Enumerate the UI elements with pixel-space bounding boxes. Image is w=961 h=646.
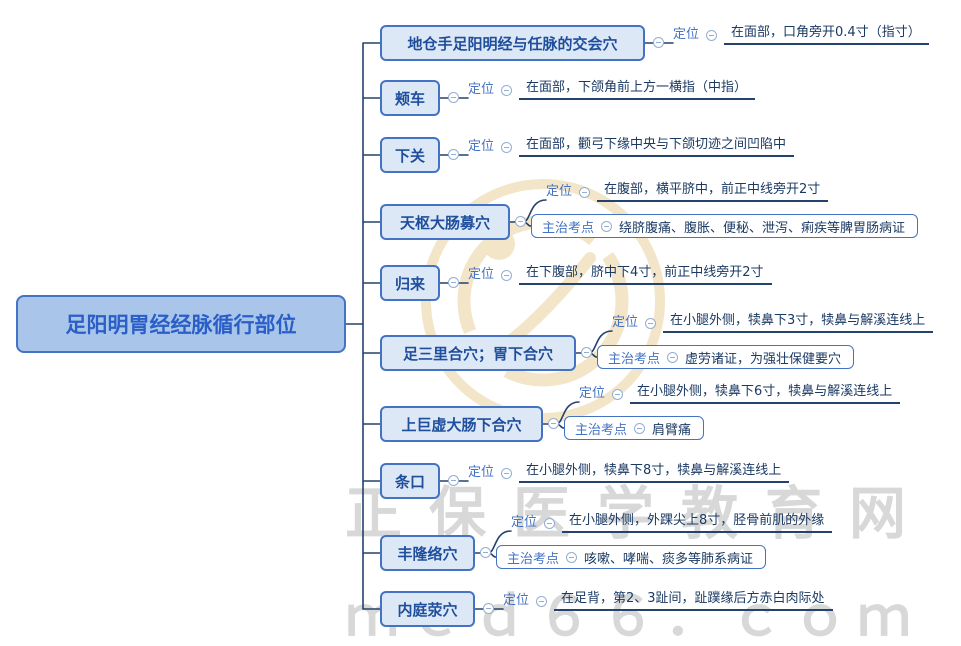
detail-row-dingwei: 定位 在足背，第2、3趾间，趾蹼缘后方赤白肉际处 bbox=[503, 589, 833, 611]
topic-label: 丰隆络穴 bbox=[397, 544, 458, 563]
emblem-outer-ring bbox=[421, 179, 665, 423]
topic-label: 足三里合穴；胃下合穴 bbox=[402, 344, 553, 363]
collapse-toggle-icon[interactable] bbox=[501, 85, 513, 96]
collapse-toggle-icon[interactable] bbox=[667, 351, 679, 363]
topic-node-tianshu[interactable]: 天枢大肠募穴 bbox=[380, 204, 510, 240]
topic-label: 颊车 bbox=[394, 89, 425, 108]
detail-text: 咳嗽、哮喘、痰多等肺系病证 bbox=[584, 551, 754, 567]
collapse-toggle-icon[interactable] bbox=[544, 518, 556, 529]
detail-row-dingwei: 定位 在面部，颧弓下缘中央与下颌切迹之间凹陷中 bbox=[468, 133, 795, 157]
detail-text: 肩臂痛 bbox=[652, 422, 692, 438]
detail-row-dingwei: 定位 在面部，口角旁开0.4寸（指寸） bbox=[673, 23, 929, 45]
detail-text[interactable]: 在面部，下颌角前上方一横指（中指） bbox=[519, 76, 756, 100]
topic-label: 上巨虚大肠下合穴 bbox=[401, 415, 522, 434]
detail-key[interactable]: 定位 bbox=[468, 139, 495, 154]
detail-key[interactable]: 定位 bbox=[546, 184, 573, 199]
collapse-toggle-icon[interactable] bbox=[706, 30, 718, 41]
collapse-toggle-icon[interactable] bbox=[653, 37, 664, 48]
collapse-toggle-icon[interactable] bbox=[548, 418, 559, 429]
detail-row-zhuzhi[interactable]: 主治考点 咳嗽、哮喘、痰多等肺系病证 bbox=[496, 545, 767, 569]
detail-text[interactable]: 在小腿外侧，外踝尖上8寸，胫骨前肌的外缘 bbox=[562, 509, 833, 533]
topic-node-fenglong[interactable]: 丰隆络穴 bbox=[380, 535, 475, 571]
collapse-toggle-icon[interactable] bbox=[483, 603, 494, 614]
detail-row-dingwei: 定位 在小腿外侧，犊鼻下3寸，犊鼻与解溪连线上 bbox=[612, 309, 934, 333]
collapse-toggle-icon[interactable] bbox=[645, 318, 657, 329]
collapse-toggle-icon[interactable] bbox=[566, 551, 578, 563]
topic-node-xiaguan[interactable]: 下关 bbox=[380, 137, 440, 173]
detail-row-dingwei: 定位 在小腿外侧，犊鼻下8寸，犊鼻与解溪连线上 bbox=[468, 459, 790, 483]
topic-label: 内庭荥穴 bbox=[397, 600, 458, 619]
detail-row-dingwei: 定位 在小腿外侧，犊鼻下6寸，犊鼻与解溪连线上 bbox=[579, 380, 901, 404]
root-topic-label: 足阳明胃经经脉循行部位 bbox=[65, 313, 297, 337]
detail-key[interactable]: 定位 bbox=[673, 27, 700, 42]
detail-key[interactable]: 定位 bbox=[468, 465, 495, 480]
topic-label: 地仓手足阳明经与任脉的交会穴 bbox=[407, 34, 618, 53]
collapse-toggle-icon[interactable] bbox=[601, 220, 613, 232]
detail-text[interactable]: 在腹部，横平脐中，前正中线旁开2寸 bbox=[597, 178, 829, 202]
topic-node-jiache[interactable]: 颊车 bbox=[380, 80, 440, 116]
collapse-toggle-icon[interactable] bbox=[448, 92, 459, 103]
detail-row-dingwei: 定位 在面部，下颌角前上方一横指（中指） bbox=[468, 76, 756, 100]
collapse-toggle-icon[interactable] bbox=[501, 468, 513, 479]
collapse-toggle-icon[interactable] bbox=[448, 149, 459, 160]
detail-key[interactable]: 定位 bbox=[612, 315, 639, 330]
collapse-toggle-icon[interactable] bbox=[612, 389, 624, 400]
detail-text: 虚劳诸证，为强壮保健要穴 bbox=[685, 351, 842, 367]
topic-label: 条口 bbox=[394, 472, 425, 491]
collapse-toggle-icon[interactable] bbox=[501, 270, 513, 281]
topic-label: 归来 bbox=[394, 274, 425, 293]
detail-key[interactable]: 定位 bbox=[579, 386, 606, 401]
collapse-toggle-icon[interactable] bbox=[579, 187, 591, 198]
detail-text[interactable]: 在面部，颧弓下缘中央与下颌切迹之间凹陷中 bbox=[519, 133, 795, 157]
detail-key: 主治考点 bbox=[608, 351, 661, 367]
detail-text[interactable]: 在小腿外侧，犊鼻下6寸，犊鼻与解溪连线上 bbox=[630, 380, 901, 404]
detail-key[interactable]: 定位 bbox=[511, 515, 538, 530]
collapse-toggle-icon[interactable] bbox=[480, 547, 491, 558]
detail-key: 主治考点 bbox=[542, 220, 595, 236]
detail-row-dingwei: 定位 在腹部，横平脐中，前正中线旁开2寸 bbox=[546, 178, 829, 202]
detail-row-zhuzhi[interactable]: 主治考点 绕脐腹痛、腹胀、便秘、泄泻、痢疾等脾胃肠病证 bbox=[531, 214, 919, 238]
detail-text[interactable]: 在足背，第2、3趾间，趾蹼缘后方赤白肉际处 bbox=[554, 587, 833, 611]
detail-text[interactable]: 在面部，口角旁开0.4寸（指寸） bbox=[724, 21, 929, 45]
collapse-toggle-icon[interactable] bbox=[501, 142, 513, 153]
detail-row-zhuzhi[interactable]: 主治考点 肩臂痛 bbox=[564, 416, 705, 440]
collapse-toggle-icon[interactable] bbox=[634, 422, 646, 434]
detail-row-zhuzhi[interactable]: 主治考点 虚劳诸证，为强壮保健要穴 bbox=[597, 345, 855, 369]
detail-key[interactable]: 定位 bbox=[468, 82, 495, 97]
detail-text[interactable]: 在小腿外侧，犊鼻下3寸，犊鼻与解溪连线上 bbox=[663, 309, 934, 333]
collapse-toggle-icon[interactable] bbox=[515, 216, 526, 227]
detail-key[interactable]: 定位 bbox=[468, 267, 495, 282]
detail-row-dingwei: 定位 在下腹部，脐中下4寸，前正中线旁开2寸 bbox=[468, 263, 772, 285]
detail-key: 主治考点 bbox=[575, 422, 628, 438]
topic-label: 下关 bbox=[394, 146, 425, 165]
detail-key[interactable]: 定位 bbox=[503, 593, 530, 608]
detail-text: 绕脐腹痛、腹胀、便秘、泄泻、痢疾等脾胃肠病证 bbox=[619, 220, 906, 236]
topic-node-zusanli[interactable]: 足三里合穴；胃下合穴 bbox=[380, 335, 576, 371]
topic-node-shangjuxu[interactable]: 上巨虚大肠下合穴 bbox=[380, 406, 543, 442]
root-topic[interactable]: 足阳明胃经经脉循行部位 bbox=[16, 295, 346, 353]
detail-text[interactable]: 在小腿外侧，犊鼻下8寸，犊鼻与解溪连线上 bbox=[519, 459, 790, 483]
detail-key: 主治考点 bbox=[507, 551, 560, 567]
collapse-toggle-icon[interactable] bbox=[536, 596, 548, 607]
topic-node-dicang[interactable]: 地仓手足阳明经与任脉的交会穴 bbox=[380, 25, 645, 61]
collapse-toggle-icon[interactable] bbox=[448, 277, 459, 288]
topic-node-tiaokou[interactable]: 条口 bbox=[380, 463, 440, 499]
topic-label: 天枢大肠募穴 bbox=[399, 213, 490, 232]
collapse-toggle-icon[interactable] bbox=[448, 475, 459, 486]
topic-node-neiting[interactable]: 内庭荥穴 bbox=[380, 591, 475, 627]
detail-text[interactable]: 在下腹部，脐中下4寸，前正中线旁开2寸 bbox=[519, 261, 772, 285]
collapse-toggle-icon[interactable] bbox=[581, 347, 592, 358]
detail-row-dingwei: 定位 在小腿外侧，外踝尖上8寸，胫骨前肌的外缘 bbox=[511, 509, 833, 533]
topic-node-guilai[interactable]: 归来 bbox=[380, 265, 440, 301]
